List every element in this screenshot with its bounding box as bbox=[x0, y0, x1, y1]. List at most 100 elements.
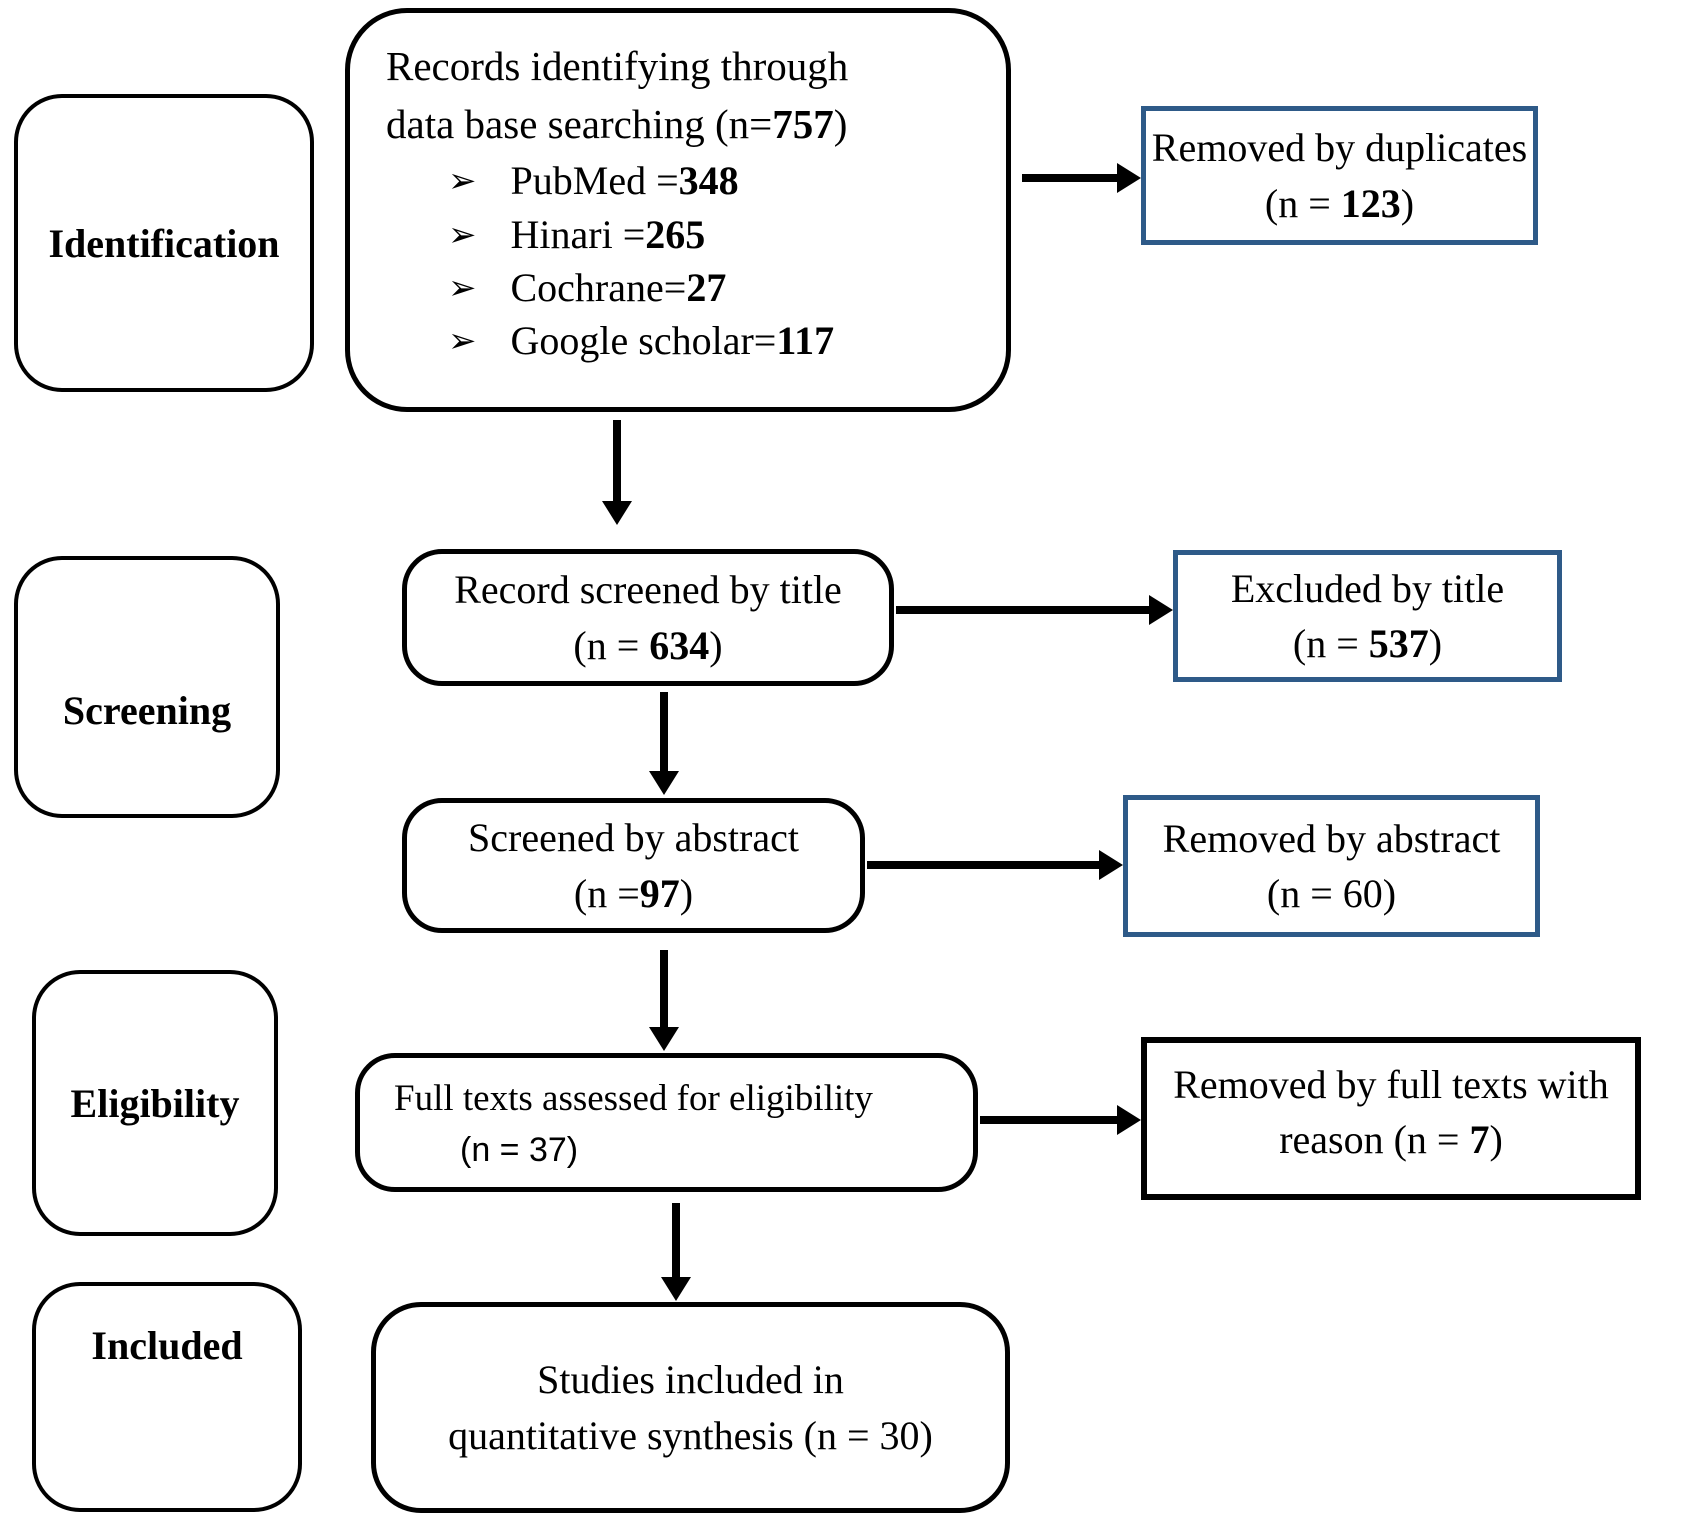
screened-title-line2: (n = 634) bbox=[573, 618, 722, 673]
source-item-cochrane: ➢ Cochrane=27 bbox=[448, 262, 986, 313]
phase-identification-text: Identification bbox=[48, 220, 280, 266]
removed-fulltexts-count: 7 bbox=[1469, 1117, 1490, 1163]
excluded-title-count: 537 bbox=[1368, 621, 1429, 666]
excluded-title-text: Excluded by title bbox=[1230, 565, 1505, 611]
phase-label-screening: Screening bbox=[14, 556, 280, 818]
removed-fulltexts-text: Removed by full texts with bbox=[1173, 1062, 1609, 1107]
arrow-shaft bbox=[613, 420, 621, 501]
removed-duplicates-text: Removed by duplicates bbox=[1151, 125, 1528, 171]
arrowhead-right-icon bbox=[1099, 850, 1123, 880]
phase-eligibility-text: Eligibility bbox=[70, 1080, 240, 1126]
phase-included-text: Included bbox=[91, 1323, 243, 1368]
arrow-records-to-screened-title bbox=[602, 420, 632, 525]
screened-abstract-box: Screened by abstract (n =97) bbox=[402, 798, 865, 933]
full-texts-line1: Full texts assessed for eligibility bbox=[394, 1072, 973, 1126]
source-item-pubmed: ➢ PubMed =348 bbox=[448, 155, 986, 206]
studies-included-line1: Studies included in bbox=[537, 1352, 844, 1407]
source-item-hinari: ➢ Hinari =265 bbox=[448, 209, 986, 260]
arrowhead-right-icon bbox=[1149, 595, 1173, 625]
screened-abstract-line1: Screened by abstract bbox=[468, 810, 799, 865]
excluded-title-line2: (n = 537) bbox=[1293, 616, 1442, 671]
studies-included-box: Studies included in quantitative synthes… bbox=[371, 1302, 1010, 1513]
arrow-shaft bbox=[980, 1116, 1117, 1124]
arrowhead-bullet-icon: ➢ bbox=[448, 161, 477, 202]
arrow-full-texts-to-studies-included bbox=[661, 1203, 691, 1301]
excluded-title-box: Excluded by title (n = 537) bbox=[1173, 550, 1562, 682]
excluded-title-n-pre: (n = bbox=[1292, 621, 1369, 666]
removed-fulltexts-line2: reason (n = 7) bbox=[1279, 1112, 1503, 1167]
records-line2: data base searching (n=757) bbox=[386, 95, 986, 153]
full-texts-content: Full texts assessed for eligibility (n =… bbox=[360, 1058, 973, 1175]
arrow-shaft bbox=[1022, 174, 1117, 182]
removed-abstract-count: (n = 60) bbox=[1266, 871, 1397, 916]
source-hinari-label: Hinari = bbox=[510, 211, 646, 257]
arrow-screened-abstract-to-removed-abstract bbox=[867, 850, 1123, 880]
arrowhead-bullet-icon: ➢ bbox=[448, 267, 477, 308]
arrowhead-bullet-icon: ➢ bbox=[448, 214, 477, 255]
arrowhead-down-icon bbox=[602, 501, 632, 525]
arrowhead-down-icon bbox=[649, 771, 679, 795]
source-google-scholar-count: 117 bbox=[776, 318, 835, 363]
studies-included-text1: Studies included in bbox=[537, 1357, 844, 1403]
source-cochrane-label: Cochrane= bbox=[510, 264, 687, 310]
arrow-shaft bbox=[660, 950, 668, 1027]
removed-fulltexts-box: Removed by full texts with reason (n = 7… bbox=[1141, 1037, 1641, 1200]
source-pubmed-count: 348 bbox=[678, 158, 739, 204]
records-total-count: 757 bbox=[772, 101, 834, 148]
arrowhead-bullet-icon: ➢ bbox=[448, 321, 477, 361]
phase-label-identification: Identification bbox=[14, 94, 314, 392]
records-line1: Records identifying through bbox=[386, 37, 986, 95]
studies-included-line2: quantitative synthesis (n = 30) bbox=[448, 1408, 933, 1463]
screened-abstract-n-pre: (n = bbox=[573, 870, 640, 916]
removed-abstract-line2: (n = 60) bbox=[1267, 866, 1396, 921]
full-texts-line2: (n = 37) bbox=[394, 1126, 973, 1175]
source-item-google-scholar: ➢ Google scholar=117 bbox=[448, 315, 986, 366]
phase-screening-text: Screening bbox=[62, 687, 232, 733]
source-google-scholar-label: Google scholar= bbox=[510, 318, 777, 363]
source-hinari-count: 265 bbox=[645, 211, 706, 257]
arrow-full-texts-to-removed-fulltexts bbox=[980, 1105, 1141, 1135]
phase-label-eligibility: Eligibility bbox=[32, 970, 278, 1236]
records-identified-content: Records identifying through data base se… bbox=[350, 13, 1006, 366]
screened-title-n-post: ) bbox=[709, 622, 723, 668]
arrowhead-right-icon bbox=[1117, 163, 1141, 193]
arrowhead-right-icon bbox=[1117, 1105, 1141, 1135]
arrowhead-down-icon bbox=[661, 1277, 691, 1301]
removed-duplicates-n-post: ) bbox=[1400, 180, 1415, 226]
full-texts-count: (n = 37) bbox=[460, 1130, 579, 1169]
studies-included-text2: quantitative synthesis (n = 30) bbox=[448, 1412, 933, 1458]
arrow-screened-title-to-screened-abstract bbox=[649, 692, 679, 795]
removed-duplicates-count: 123 bbox=[1340, 180, 1401, 226]
removed-fulltexts-line2-pre: reason (n = bbox=[1279, 1117, 1470, 1163]
arrow-shaft bbox=[867, 861, 1099, 869]
arrow-records-to-removed-duplicates bbox=[1022, 163, 1141, 193]
screened-abstract-count: 97 bbox=[639, 870, 680, 916]
arrow-shaft bbox=[896, 606, 1149, 614]
screened-title-box: Record screened by title (n = 634) bbox=[402, 549, 894, 686]
removed-abstract-line1: Removed by abstract bbox=[1163, 811, 1501, 866]
removed-duplicates-n-pre: (n = bbox=[1264, 180, 1341, 226]
full-texts-text: Full texts assessed for eligibility bbox=[394, 1078, 873, 1119]
removed-fulltexts-line1: Removed by full texts with bbox=[1173, 1057, 1609, 1112]
arrow-shaft bbox=[660, 692, 668, 771]
screened-abstract-text: Screened by abstract bbox=[468, 815, 799, 861]
removed-duplicates-line2: (n = 123) bbox=[1265, 176, 1414, 231]
records-identified-box: Records identifying through data base se… bbox=[345, 8, 1011, 412]
source-cochrane-count: 27 bbox=[686, 264, 727, 310]
phase-label-included: Included bbox=[32, 1282, 302, 1512]
screened-title-line1: Record screened by title bbox=[454, 562, 842, 617]
records-line2-post: ) bbox=[833, 101, 848, 148]
excluded-title-line1: Excluded by title bbox=[1231, 561, 1504, 616]
screened-title-text: Record screened by title bbox=[454, 567, 842, 613]
screened-title-count: 634 bbox=[649, 622, 710, 668]
removed-duplicates-box: Removed by duplicates (n = 123) bbox=[1141, 106, 1538, 245]
arrow-screened-abstract-to-full-texts bbox=[649, 950, 679, 1051]
source-pubmed-label: PubMed = bbox=[510, 158, 679, 204]
records-line1-text: Records identifying through bbox=[386, 43, 849, 89]
excluded-title-n-post: ) bbox=[1428, 621, 1443, 666]
removed-abstract-box: Removed by abstract (n = 60) bbox=[1123, 795, 1540, 937]
removed-abstract-text: Removed by abstract bbox=[1162, 815, 1501, 861]
screened-title-n-pre: (n = bbox=[573, 622, 650, 668]
arrow-shaft bbox=[672, 1203, 680, 1277]
